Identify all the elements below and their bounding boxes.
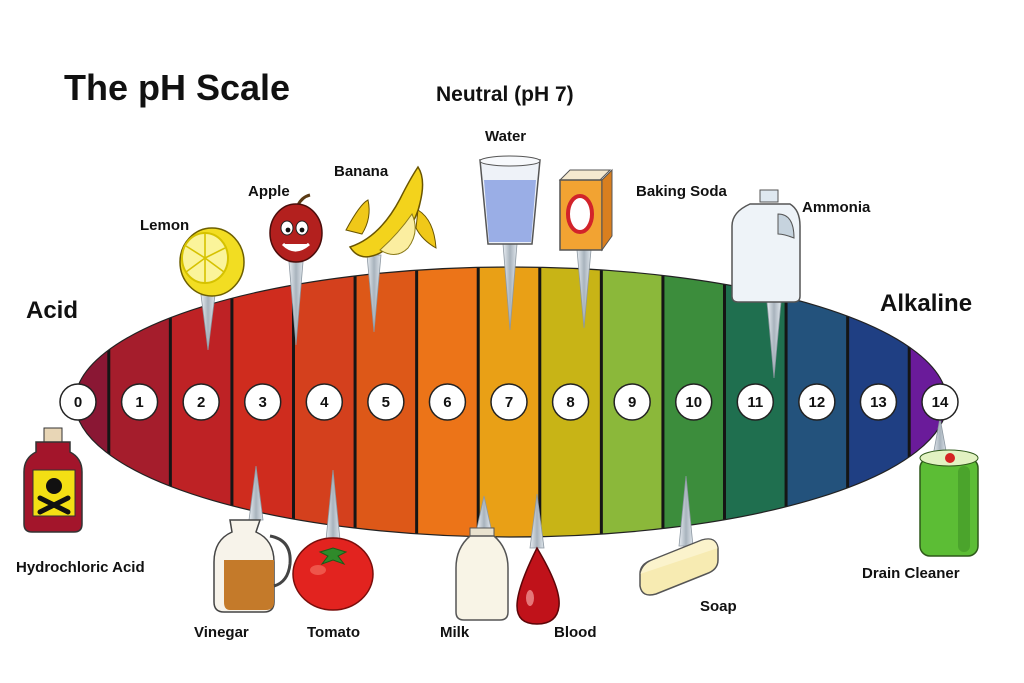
ph-tick-label-9: 9	[628, 394, 636, 411]
blood-drop-icon	[516, 546, 560, 625]
drain-cleaner-can-icon	[919, 449, 979, 557]
ph-tick-label-10: 10	[685, 394, 702, 411]
ph-tick-label-11: 11	[747, 394, 763, 411]
ph-tick-circle-5	[367, 383, 405, 421]
banana-icon	[345, 165, 437, 258]
ph-tick-circle-2	[182, 383, 220, 421]
ph-tick-label-4: 4	[320, 394, 329, 411]
label-vinegar: Vinegar	[194, 624, 249, 641]
label-soap: Soap	[700, 598, 737, 615]
ph-tick-circle-4	[305, 383, 344, 421]
ph-tick-label-7: 7	[505, 394, 513, 411]
ph-tick-circle-1	[120, 383, 159, 421]
label-drain-cleaner: Drain Cleaner	[862, 565, 960, 582]
ph-tick-circle-7	[490, 383, 528, 421]
ph-tick-circle-14	[921, 383, 959, 421]
ph-tick-circle-6	[428, 383, 467, 421]
label-tomato: Tomato	[307, 624, 360, 641]
substance-labels: Hydrochloric Acid Lemon Apple Vinegar To…	[16, 128, 960, 641]
label-ammonia: Ammonia	[802, 199, 871, 216]
ph-tick-label-2: 2	[197, 394, 205, 411]
lemon-icon	[179, 227, 245, 297]
baking-soda-box-icon	[558, 168, 613, 252]
page-title: The pH Scale	[64, 67, 290, 108]
ph-tick-label-0: 0	[74, 394, 82, 411]
ph-tick-label-3: 3	[259, 394, 267, 411]
ph-tick-label-5: 5	[382, 394, 390, 411]
milk-bottle-icon	[455, 527, 509, 621]
apple-icon	[269, 193, 323, 263]
tomato-icon	[292, 537, 374, 611]
ph-tick-circle-12	[798, 383, 836, 421]
poison-bottle-icon	[23, 427, 83, 533]
label-baking-soda: Baking Soda	[636, 183, 728, 200]
ph-tick-circle-3	[243, 383, 282, 421]
substance-pointers	[200, 243, 948, 549]
ph-tick-circle-0	[59, 383, 97, 421]
alkaline-label: Alkaline	[880, 290, 972, 317]
label-milk: Milk	[440, 624, 470, 641]
ph-tick-circle-11	[736, 383, 775, 421]
ph-tick-label-1: 1	[135, 394, 143, 411]
ph-tick-circle-13	[859, 383, 898, 421]
ph-tick-label-6: 6	[443, 394, 451, 411]
label-apple: Apple	[248, 183, 290, 200]
water-glass-icon	[479, 155, 541, 245]
label-banana: Banana	[334, 163, 389, 180]
label-lemon: Lemon	[140, 217, 189, 234]
ph-tick-label-14: 14	[932, 394, 949, 411]
ph-tick-circle-9	[613, 383, 651, 421]
soap-bar-icon	[639, 538, 719, 596]
vinegar-jug-icon	[213, 519, 292, 613]
neutral-label: Neutral (pH 7)	[436, 83, 574, 106]
ph-tick-label-13: 13	[870, 394, 887, 411]
acid-label: Acid	[26, 297, 78, 324]
label-hydrochloric-acid: Hydrochloric Acid	[16, 559, 145, 576]
ph-tick-circle-8	[551, 383, 590, 421]
ph-tick-label-8: 8	[566, 394, 574, 411]
ph-tick-circle-10	[674, 383, 713, 421]
label-water: Water	[485, 128, 526, 145]
ph-tick-label-12: 12	[809, 394, 826, 411]
ammonia-jug-icon	[731, 189, 801, 303]
label-blood: Blood	[554, 624, 597, 641]
